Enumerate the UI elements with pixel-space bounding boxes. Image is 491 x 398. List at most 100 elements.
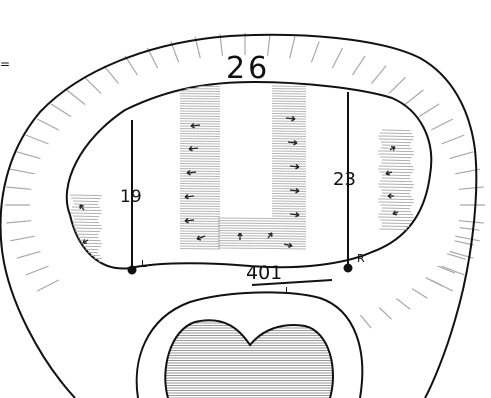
shade-line <box>180 96 220 97</box>
shade-line <box>380 181 413 182</box>
shade-line <box>180 206 220 207</box>
shade-line <box>272 96 306 97</box>
hatch-tick <box>455 236 480 241</box>
arrow-head <box>197 239 201 240</box>
shade-line <box>272 226 306 227</box>
shade-line <box>272 221 306 222</box>
shade-line <box>272 196 306 197</box>
shade-line <box>180 236 220 237</box>
shade-line <box>272 116 306 117</box>
shade-line <box>272 114 306 115</box>
hatch-tick <box>405 90 424 105</box>
shade-line <box>180 169 220 170</box>
shade-line <box>180 199 220 200</box>
shade-line <box>272 191 306 192</box>
shade-line <box>272 134 306 135</box>
shade-line <box>180 224 220 225</box>
shade-line <box>180 94 220 95</box>
hatch-tick <box>353 56 366 75</box>
shade-line <box>74 252 98 253</box>
right-marker-label: R <box>357 252 365 265</box>
shade-line <box>272 121 306 122</box>
shade-line <box>74 234 98 235</box>
shade-line <box>74 219 98 220</box>
hatch-tick <box>17 251 41 258</box>
hatch-tick <box>332 48 342 68</box>
shade-line <box>272 211 306 212</box>
shade-line <box>180 209 220 210</box>
shade-line <box>218 236 274 237</box>
shade-line <box>180 166 220 167</box>
shade-line <box>272 189 306 190</box>
shade-line <box>272 129 306 130</box>
left-marker-label: L <box>141 259 147 270</box>
shade-line <box>379 187 413 188</box>
hatch-tick <box>6 187 31 189</box>
hatch-tick <box>412 289 427 299</box>
shade-line <box>272 199 306 200</box>
hatch-tick <box>361 315 372 328</box>
shade-line <box>381 190 411 191</box>
shade-line <box>272 216 306 217</box>
hatch-tick <box>396 299 410 310</box>
shade-line <box>180 244 220 245</box>
shade-line <box>180 194 220 195</box>
hatch-tick <box>441 135 464 144</box>
shade-line <box>272 194 306 195</box>
shade-line <box>379 139 414 140</box>
shade-line <box>218 231 274 232</box>
shade-line <box>218 218 274 219</box>
hatch-tick <box>6 221 31 223</box>
shade-line <box>180 164 220 165</box>
shade-line <box>382 175 411 176</box>
shade-line <box>180 101 220 102</box>
hatch-tick <box>104 66 119 84</box>
shade-line <box>218 223 274 224</box>
hatch-tick <box>450 152 474 159</box>
shade-line <box>180 201 220 202</box>
shade-line <box>272 111 306 112</box>
edge-mark: = <box>0 57 10 71</box>
shade-line <box>71 198 101 199</box>
shade-line <box>378 202 413 203</box>
shade-line <box>272 231 306 232</box>
shade-line <box>272 91 306 92</box>
shade-line <box>379 166 413 167</box>
shade-line <box>382 130 410 131</box>
shade-line <box>180 126 220 127</box>
shade-line <box>180 114 220 115</box>
right-depth-label: 23 <box>333 169 356 190</box>
shade-line <box>180 149 220 150</box>
hatch-tick <box>290 37 295 59</box>
shade-line <box>272 229 306 230</box>
shade-line <box>272 181 306 182</box>
shade-line <box>272 94 306 95</box>
hatch-tick <box>441 266 464 275</box>
shade-line <box>180 151 220 152</box>
shade-line <box>71 225 102 226</box>
shade-line <box>73 216 100 217</box>
shade-line <box>218 238 274 239</box>
shade-line <box>180 119 220 120</box>
shade-line <box>180 181 220 182</box>
lower-core-outline <box>165 320 333 398</box>
shade-line <box>70 258 102 259</box>
shade-line <box>73 201 98 202</box>
hatch-tick <box>459 187 484 189</box>
hatch-tick <box>37 119 59 130</box>
shade-line <box>180 134 220 135</box>
shade-line <box>378 217 414 218</box>
shade-line <box>73 222 99 223</box>
right-marker-dot <box>344 264 353 273</box>
shade-line <box>382 145 410 146</box>
shade-line <box>180 229 220 230</box>
shade-line <box>180 154 220 155</box>
shade-line <box>382 208 410 209</box>
shade-line <box>72 231 100 232</box>
shade-line <box>218 226 274 227</box>
shade-line <box>180 226 220 227</box>
shade-line <box>272 99 306 100</box>
shade-line <box>272 89 306 90</box>
hatch-tick <box>431 119 453 130</box>
outer-body-outline <box>1 35 477 398</box>
